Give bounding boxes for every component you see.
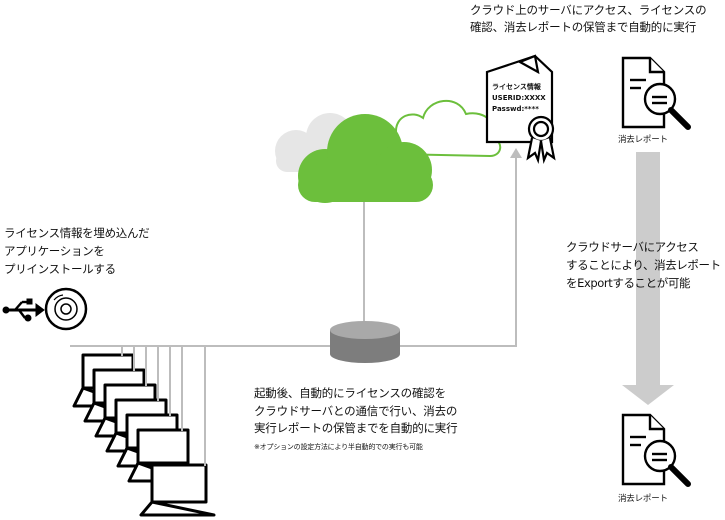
report-label-bottom: 消去レポート	[618, 494, 668, 504]
report-icon	[621, 413, 691, 487]
export-caption: クラウドサーバにアクセス することにより、消去レポート をExportすることが…	[566, 240, 721, 290]
cloud-server-caption: クラウド上のサーバにアクセス、ライセンスの 確認、消去レポートの保管まで自動的に…	[470, 3, 707, 34]
certificate-passwd: Passwd:****	[492, 105, 539, 113]
laptop-stack	[72, 353, 216, 517]
cloud-icon	[275, 99, 502, 203]
certificate-icon	[485, 54, 556, 164]
cd-icon	[44, 287, 88, 331]
certificate-text: ライセンス情報 USERID:XXXX Passwd:****	[492, 82, 546, 115]
laptop-icon	[139, 463, 216, 517]
up-arrowhead	[510, 148, 522, 158]
auto-run-caption: 起動後、自動的にライセンスの確認を クラウドサーバとの通信で行い、消去の 実行レ…	[254, 386, 458, 435]
down-arrow-icon	[622, 152, 674, 405]
option-note: ※オプションの設定方法により半自動的での実行も可能	[254, 443, 423, 451]
server-icon	[330, 321, 400, 363]
certificate-userid: USERID:XXXX	[492, 94, 546, 102]
report-icon	[621, 56, 691, 130]
report-label-top: 消去レポート	[618, 135, 668, 145]
embed-license-caption: ライセンス情報を埋め込んだ アプリケーションを プリインストールする	[4, 226, 150, 276]
network-lines	[70, 152, 517, 466]
usb-icon	[2, 298, 45, 322]
certificate-title: ライセンス情報	[492, 83, 541, 91]
